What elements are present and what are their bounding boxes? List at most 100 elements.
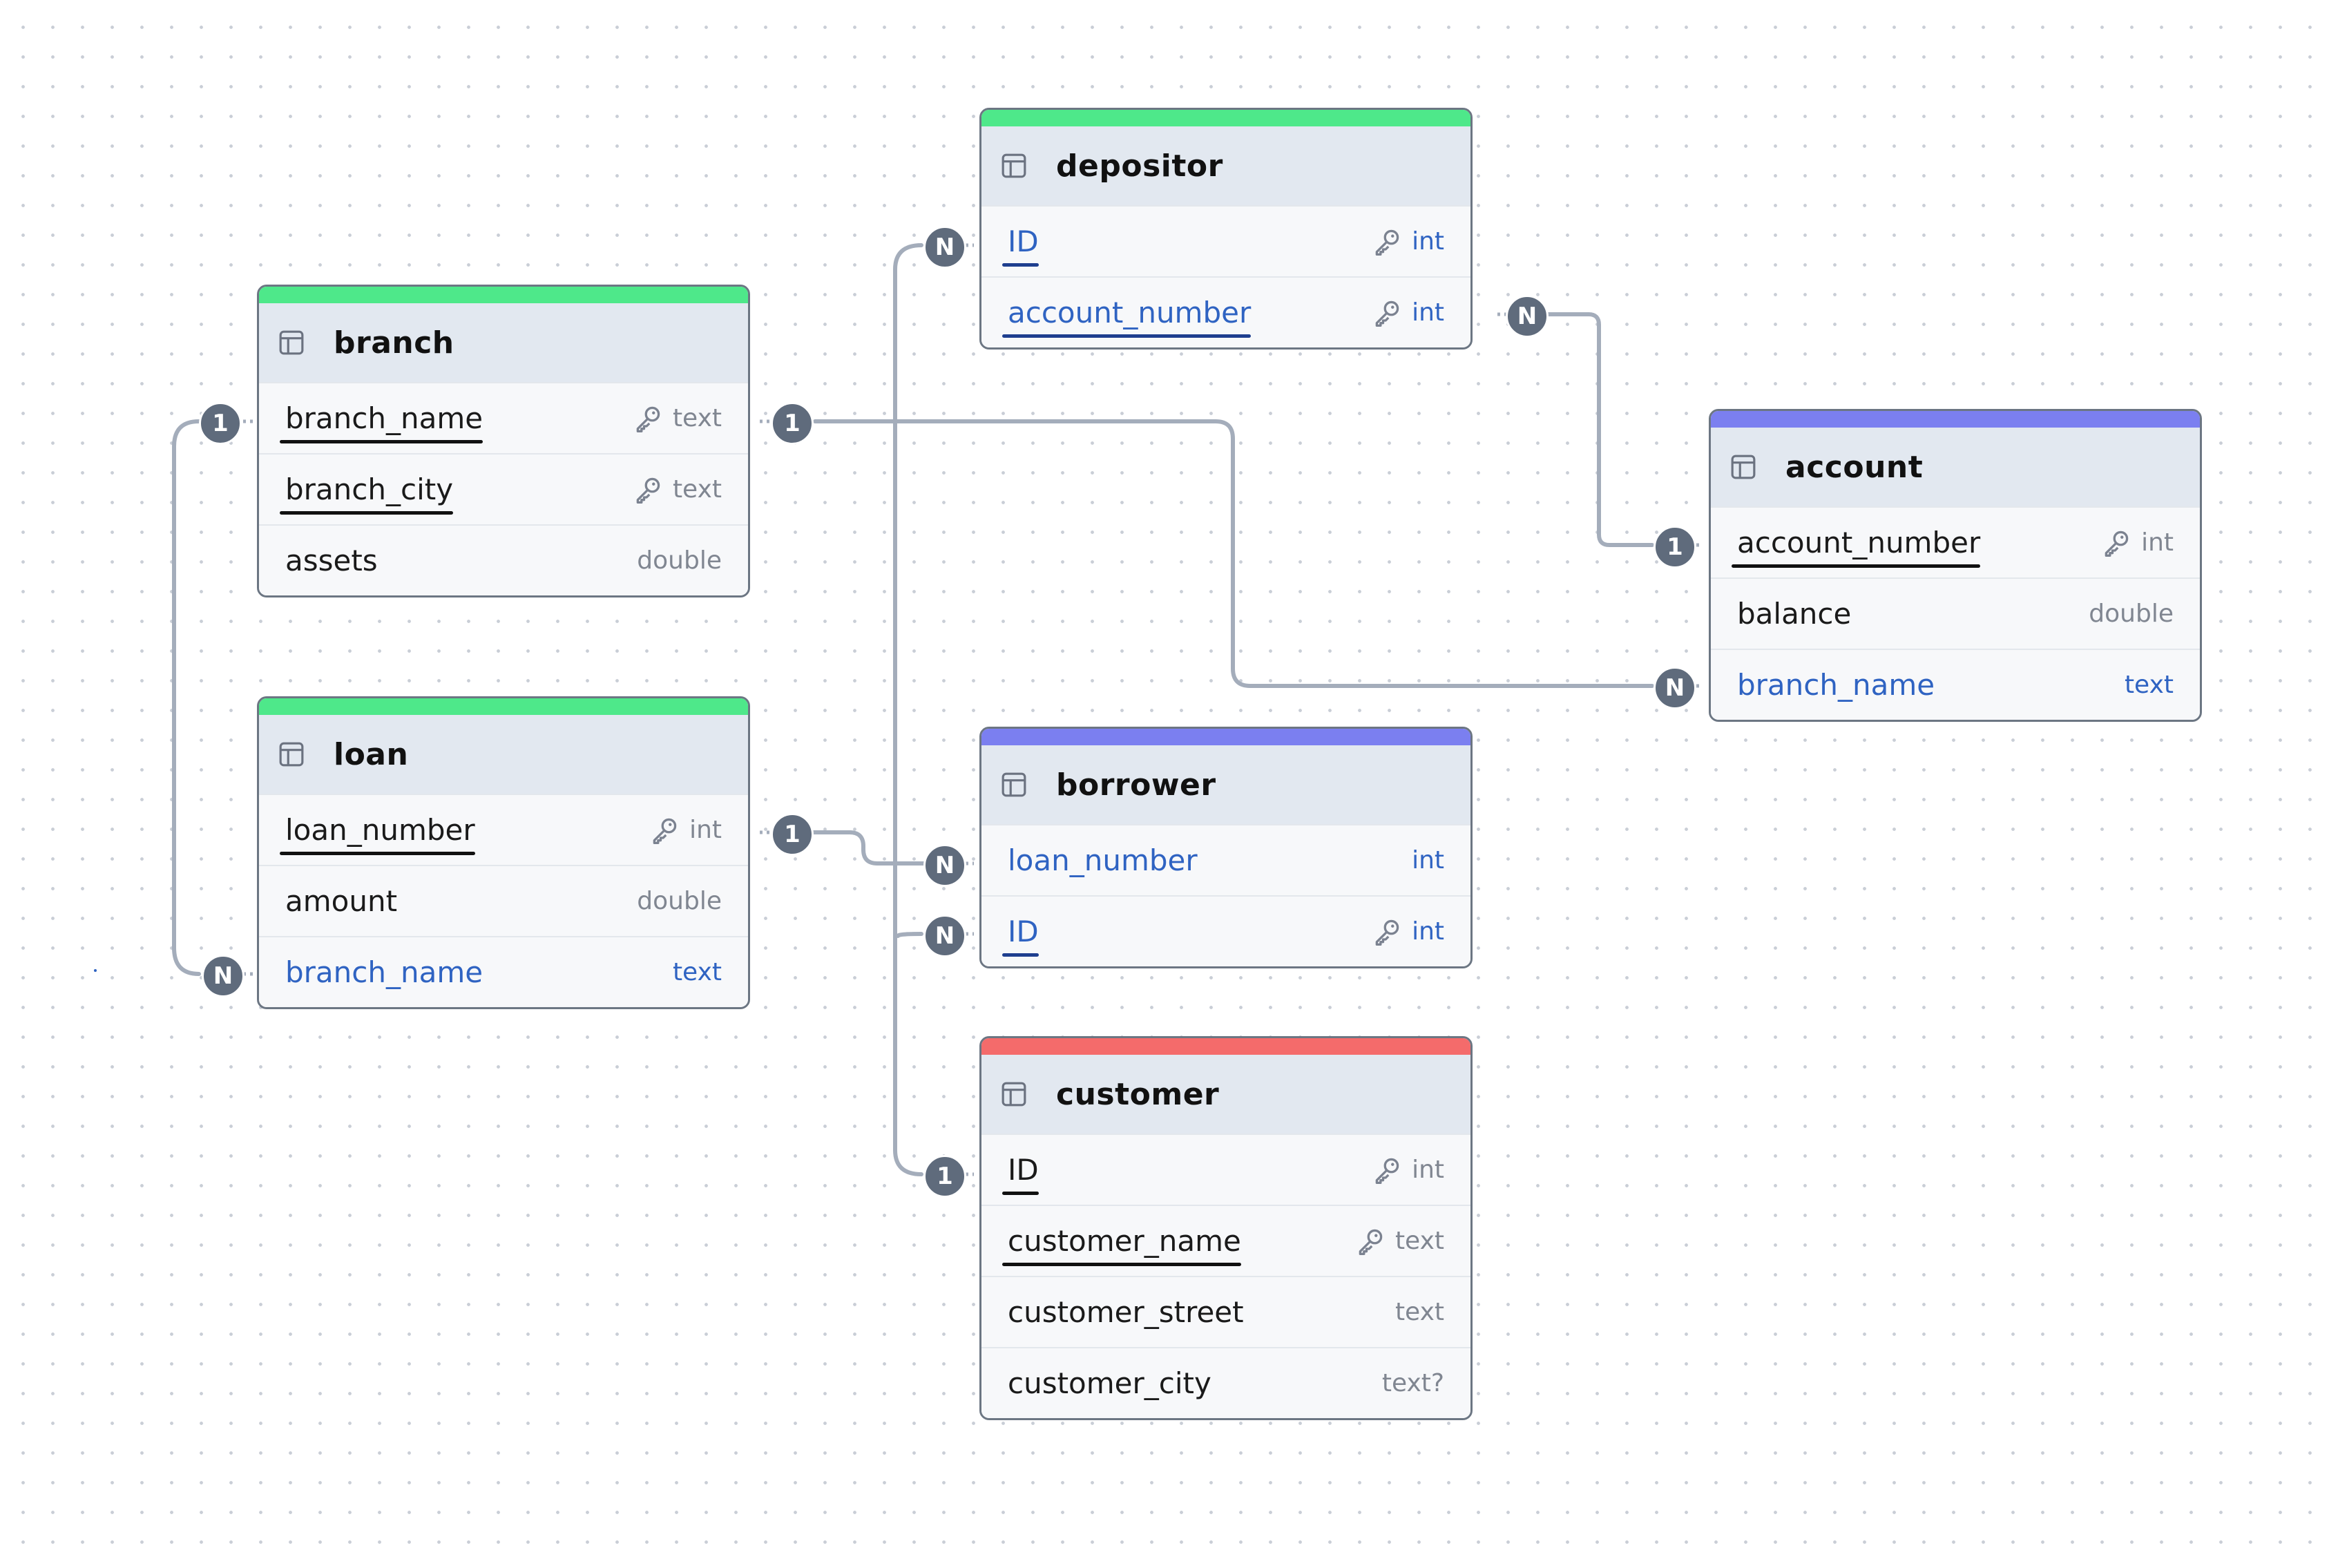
field-type-label: text? bbox=[1381, 1369, 1444, 1397]
field-type: int bbox=[1412, 846, 1444, 874]
cardinality-badge[interactable]: 1 bbox=[771, 402, 814, 445]
field-type-label: int bbox=[1412, 1156, 1444, 1184]
table-icon bbox=[279, 742, 304, 767]
field-row-branch-name[interactable]: branch_name text bbox=[1711, 649, 2200, 720]
field-name: customer_name bbox=[1002, 1224, 1241, 1266]
field-type: text bbox=[633, 475, 722, 505]
table-header[interactable]: borrower bbox=[981, 745, 1470, 824]
key-icon bbox=[1375, 1158, 1399, 1184]
field-name: loan_number bbox=[1008, 843, 1198, 877]
field-type: text? bbox=[1382, 1369, 1444, 1397]
table-icon bbox=[279, 330, 304, 355]
cardinality-badge[interactable]: 1 bbox=[771, 813, 814, 856]
table-header[interactable]: depositor bbox=[981, 126, 1470, 205]
table-color-bar bbox=[259, 698, 748, 715]
edge-depositor-account bbox=[1545, 312, 1654, 547]
field-type-label: double bbox=[2089, 600, 2174, 628]
field-name: branch_name bbox=[1737, 668, 1935, 702]
table-icon bbox=[1001, 1082, 1026, 1107]
field-row-customer-name[interactable]: customer_name text bbox=[981, 1205, 1470, 1276]
cardinality-badge[interactable]: 1 bbox=[199, 402, 242, 445]
field-name: branch_name bbox=[279, 401, 483, 443]
table-color-bar bbox=[1711, 411, 2200, 428]
field-type-label: int bbox=[1412, 846, 1444, 874]
field-row-assets[interactable]: assets double bbox=[259, 524, 748, 595]
cardinality-badge[interactable]: N bbox=[923, 226, 966, 269]
cardinality-badge[interactable]: N bbox=[202, 955, 245, 997]
edge-customer-borrower bbox=[896, 932, 923, 938]
field-type: double bbox=[637, 887, 722, 915]
field-type-label: int bbox=[1412, 298, 1444, 327]
edge-customer-depositor bbox=[893, 243, 923, 1176]
field-name: account_number bbox=[1731, 526, 1981, 568]
cardinality-badge[interactable]: N bbox=[1654, 667, 1696, 709]
field-row-branch-city[interactable]: branch_city text bbox=[259, 453, 748, 524]
table-name: depositor bbox=[1056, 148, 1223, 184]
table-header[interactable]: loan bbox=[259, 715, 748, 794]
key-icon bbox=[2105, 530, 2129, 557]
field-row-branch-name[interactable]: branch_name text bbox=[259, 382, 748, 453]
field-type: int bbox=[1372, 1155, 1444, 1185]
field-type: text bbox=[1355, 1226, 1444, 1256]
cardinality-badge[interactable]: N bbox=[1506, 295, 1549, 338]
field-name: assets bbox=[285, 544, 378, 577]
table-name: borrower bbox=[1056, 767, 1216, 803]
table-header[interactable]: customer bbox=[981, 1055, 1470, 1134]
cardinality-badge[interactable]: N bbox=[923, 844, 966, 887]
key-icon bbox=[636, 477, 660, 504]
table-icon bbox=[1001, 772, 1026, 797]
field-type: int bbox=[649, 815, 722, 845]
field-type-label: text bbox=[2124, 671, 2174, 699]
field-row-account-number[interactable]: account_number int bbox=[1711, 506, 2200, 577]
key-icon bbox=[1359, 1229, 1383, 1255]
field-row-loan-number[interactable]: loan_number int bbox=[981, 824, 1470, 895]
field-type-label: int bbox=[2141, 528, 2174, 557]
field-type: int bbox=[1372, 298, 1444, 328]
field-name: amount bbox=[285, 884, 398, 918]
field-type-label: text bbox=[1394, 1298, 1444, 1326]
key-icon bbox=[1375, 919, 1399, 946]
cardinality-badge[interactable]: 1 bbox=[923, 1155, 966, 1198]
field-type: int bbox=[1372, 917, 1444, 947]
field-type-label: int bbox=[1412, 917, 1444, 946]
field-name: ID bbox=[1002, 915, 1039, 957]
table-color-bar bbox=[981, 1038, 1470, 1055]
field-type: double bbox=[637, 546, 722, 575]
field-type: text bbox=[1395, 1298, 1444, 1326]
key-icon bbox=[653, 818, 677, 844]
table-header[interactable]: branch bbox=[259, 303, 748, 382]
field-type-label: int bbox=[689, 816, 722, 844]
field-name: account_number bbox=[1001, 296, 1252, 338]
field-name: branch_city bbox=[279, 472, 454, 515]
cardinality-badge[interactable]: 1 bbox=[1654, 526, 1696, 568]
field-row-account-number[interactable]: account_number int bbox=[981, 276, 1470, 347]
table-icon bbox=[1001, 153, 1026, 178]
field-type-label: text bbox=[672, 958, 722, 986]
table-header[interactable]: account bbox=[1711, 428, 2200, 506]
field-type: text bbox=[633, 403, 722, 434]
edge-branch-loan bbox=[172, 419, 201, 976]
field-row-amount[interactable]: amount double bbox=[259, 865, 748, 936]
field-type-label: double bbox=[637, 887, 722, 915]
cardinality-badge[interactable]: N bbox=[923, 915, 966, 957]
field-row-id[interactable]: ID int bbox=[981, 895, 1470, 966]
field-type: int bbox=[1372, 227, 1444, 257]
field-name: customer_street bbox=[1008, 1295, 1244, 1329]
field-row-customer-street[interactable]: customer_street text bbox=[981, 1276, 1470, 1347]
